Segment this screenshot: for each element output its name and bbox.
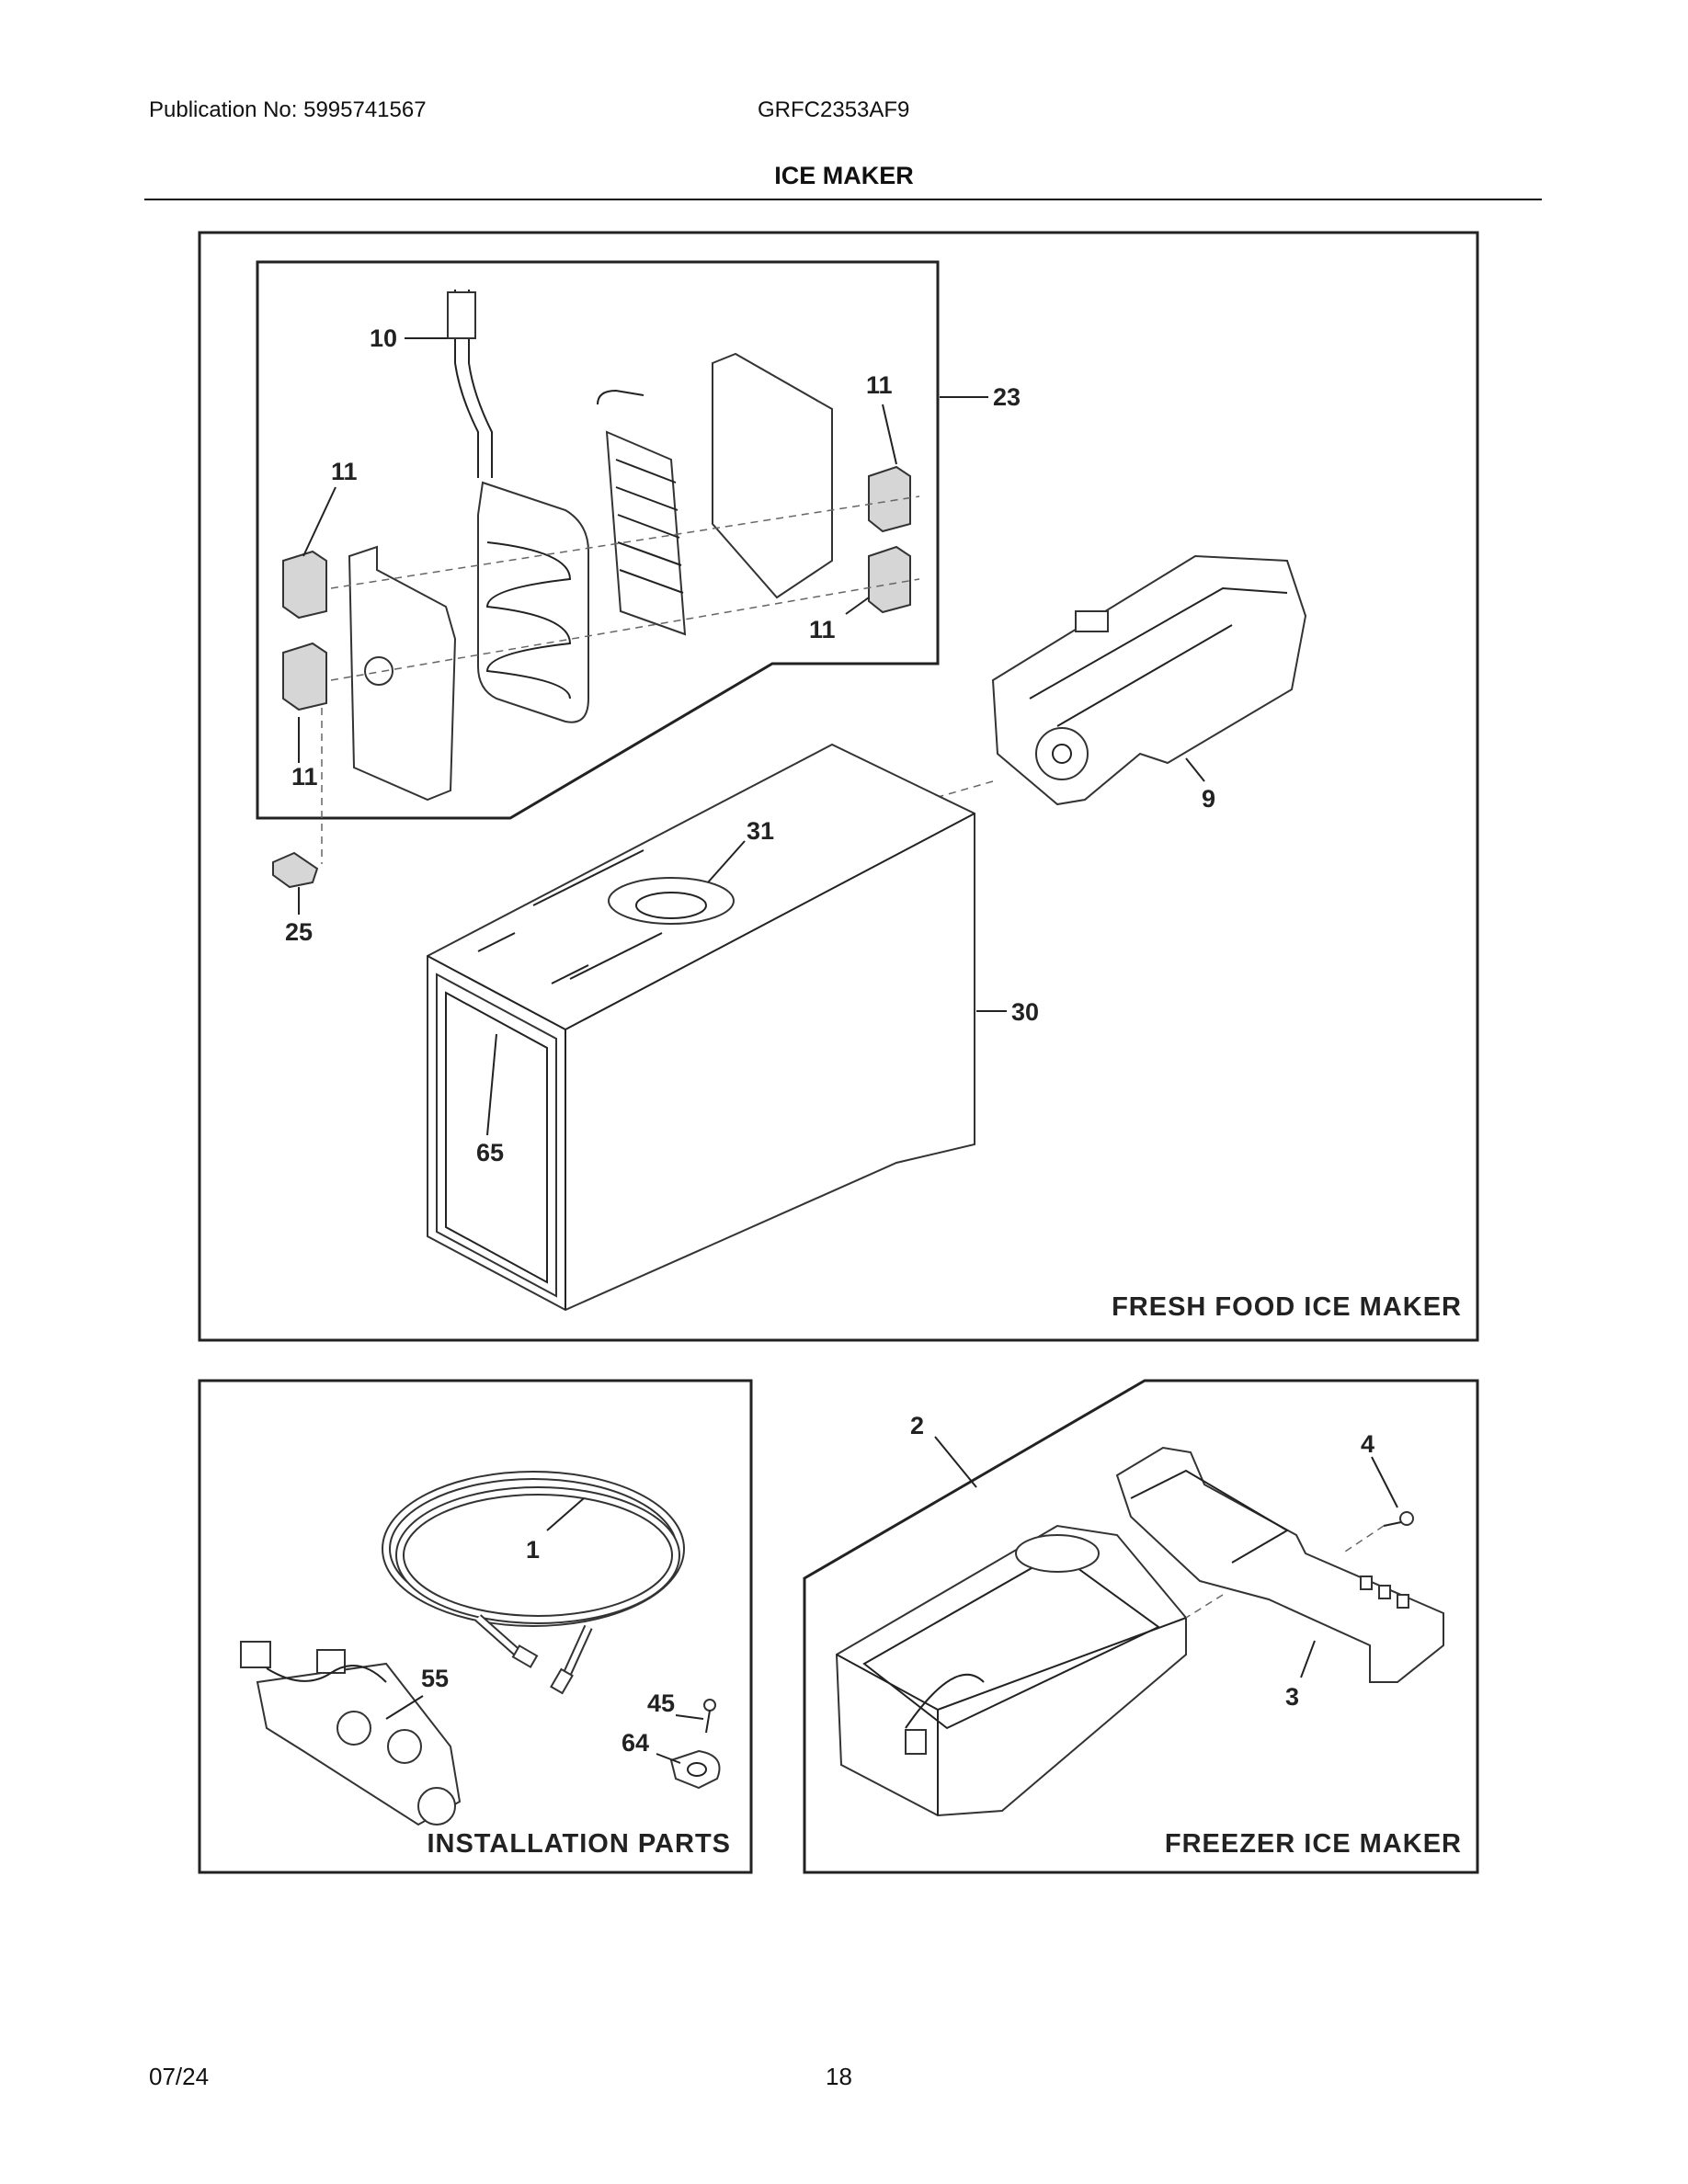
evaporator-tubing <box>447 290 589 723</box>
installation-panel: 1 55 45 64 INSTALLATION PARTS <box>198 1379 753 1874</box>
ice-maker-module <box>991 554 1307 806</box>
clip-part-11-upper-left <box>282 550 327 620</box>
callout-3: 3 <box>1285 1683 1299 1711</box>
callout-4: 4 <box>1361 1430 1374 1458</box>
callout-45: 45 <box>647 1689 675 1717</box>
callout-23: 23 <box>993 383 1021 411</box>
alignment-line <box>1185 1594 1224 1619</box>
callout-55: 55 <box>421 1665 449 1692</box>
leader-55 <box>385 1695 424 1720</box>
heater-fin-block <box>597 389 687 636</box>
callout-65: 65 <box>476 1139 504 1166</box>
clamp-part-64 <box>669 1749 721 1790</box>
leader-45 <box>675 1714 704 1720</box>
callout-11: 11 <box>291 763 318 791</box>
callout-25: 25 <box>285 918 313 946</box>
evaporator-assembly-frame <box>256 260 940 820</box>
leader-1 <box>546 1497 585 1531</box>
clip-part-11-lower-right <box>868 545 911 614</box>
leader-65 <box>486 1033 497 1136</box>
clip-part-11-lower-left <box>282 642 327 711</box>
front-cover <box>348 545 457 802</box>
leader-11 <box>302 486 336 557</box>
callout-9: 9 <box>1202 785 1215 813</box>
callout-11: 11 <box>331 458 358 485</box>
leader-31 <box>707 840 746 883</box>
screw-part-4 <box>1383 1511 1414 1527</box>
ice-bucket-housing <box>427 743 975 1312</box>
clip-part-11-upper-right <box>868 465 911 533</box>
fresh-food-frame <box>198 231 1479 1342</box>
leader-11 <box>882 404 897 465</box>
alignment-line <box>1341 1525 1385 1554</box>
callout-64: 64 <box>622 1729 649 1757</box>
callout-1: 1 <box>526 1536 540 1564</box>
freezer-bracket <box>1115 1446 1444 1683</box>
callout-2: 2 <box>910 1412 924 1439</box>
leader-2 <box>934 1436 977 1488</box>
installation-caption: INSTALLATION PARTS <box>427 1829 731 1859</box>
water-tubing-coil <box>382 1471 685 1695</box>
cover-plate <box>712 352 833 599</box>
callout-10: 10 <box>370 324 397 352</box>
leader-64 <box>656 1753 681 1764</box>
screw-part-45 <box>703 1699 716 1734</box>
page-title: ICE MAKER <box>774 162 914 189</box>
alignment-line <box>330 495 920 589</box>
callout-30: 30 <box>1011 998 1039 1026</box>
footer-date: 07/24 <box>149 2063 210 2090</box>
leader-4 <box>1371 1456 1398 1508</box>
header-divider <box>144 199 1542 200</box>
footer-page-number: 18 <box>826 2063 852 2090</box>
freezer-panel: 2 4 3 FREEZER ICE MAKER <box>803 1379 1479 1874</box>
leader-9 <box>1185 757 1205 782</box>
front-cover-knockout <box>364 656 393 686</box>
callout-11: 11 <box>866 371 893 399</box>
leader-11 <box>845 597 870 615</box>
freezer-ice-maker-housing <box>835 1524 1187 1817</box>
fresh-food-panel: 10 11 11 11 11 23 9 31 25 30 65 FRESH FO… <box>198 231 1479 1342</box>
callout-11: 11 <box>809 616 836 643</box>
alignment-line <box>330 578 920 681</box>
auger-opening <box>608 877 735 925</box>
bracket-part-25 <box>272 851 319 889</box>
freezer-caption: FREEZER ICE MAKER <box>1165 1829 1462 1859</box>
publication-number: Publication No: 5995741567 <box>149 97 427 122</box>
installation-frame <box>198 1379 753 1874</box>
freezer-frame <box>803 1379 1479 1874</box>
fresh-food-caption: FRESH FOOD ICE MAKER <box>1112 1292 1462 1322</box>
model-number: GRFC2353AF9 <box>758 97 910 122</box>
leader-3 <box>1300 1640 1316 1678</box>
callout-31: 31 <box>747 817 774 845</box>
